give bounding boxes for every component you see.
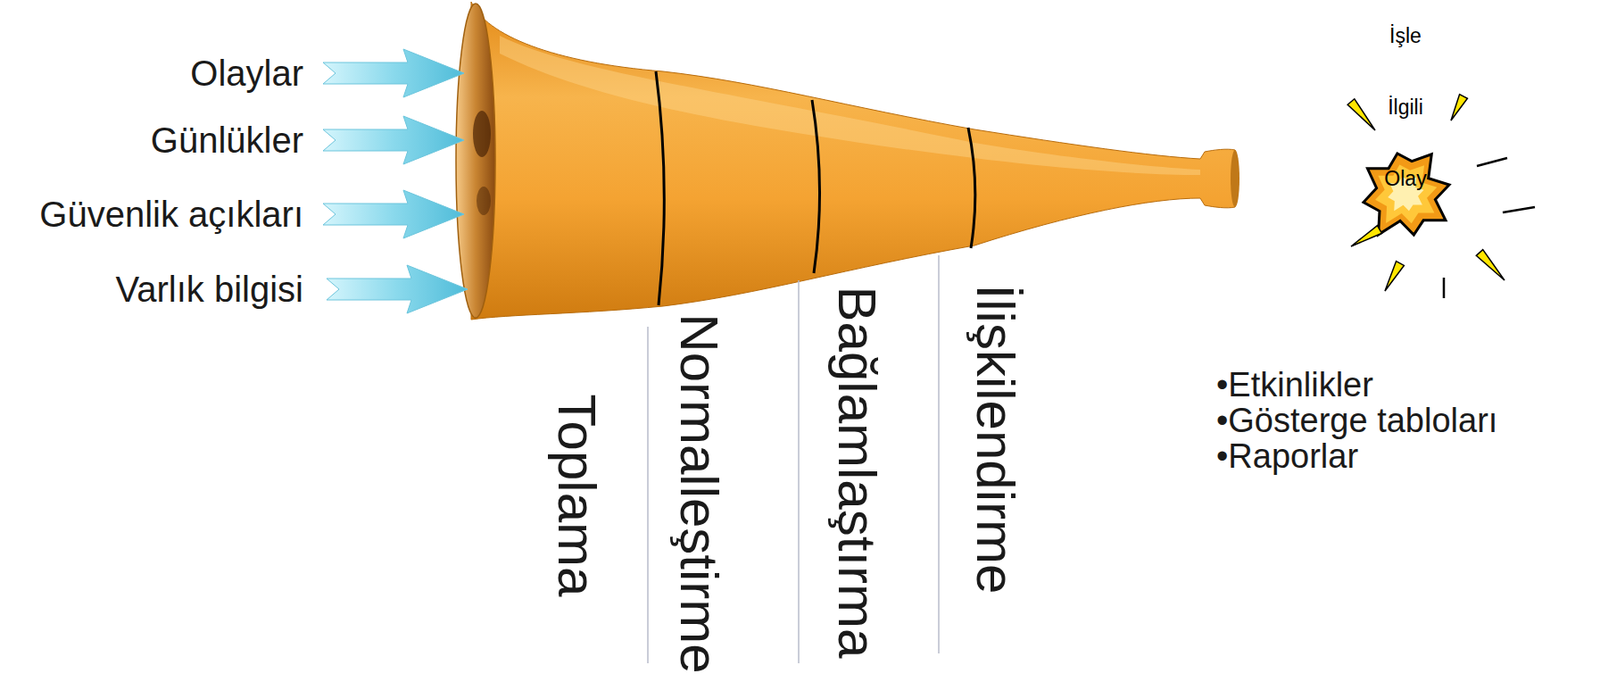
stage-label: Toplama [546, 394, 608, 597]
burst-ray [1384, 261, 1404, 291]
output-item: •Raporlar [1216, 437, 1359, 477]
separator-line [646, 326, 649, 664]
output-item: •Gösterge tabloları [1216, 401, 1498, 441]
stage-label: Bağlamlaştırma [826, 286, 888, 659]
input-label: Günlükler [150, 119, 304, 161]
event-text: İşle İlgili Olay [1374, 0, 1437, 215]
burst-outer [1363, 153, 1450, 235]
mouth-shadow [472, 110, 491, 158]
stage-label: İlişkilendirme [964, 284, 1027, 595]
funnel-mouth [455, 3, 496, 318]
stage-label: Normalleştirme [668, 313, 730, 673]
funnel-end [1230, 149, 1240, 208]
input-arrow [323, 190, 465, 239]
input-arrows [323, 49, 468, 314]
burst-ray [1347, 99, 1376, 131]
event-burst: İşle İlgili Olay [1334, 0, 1549, 268]
separator-line [937, 255, 940, 654]
burst-ray [1502, 207, 1535, 213]
input-arrow [326, 265, 468, 314]
output-item: •Etkinlikler [1216, 365, 1374, 406]
burst-ray [1450, 94, 1468, 121]
burst-ray [1475, 249, 1505, 281]
stage-divider [812, 99, 821, 274]
mouth-shadow [476, 186, 491, 216]
separator-line [797, 280, 800, 664]
burst-ray [1351, 225, 1383, 247]
input-arrow [323, 49, 465, 98]
stage-divider [655, 71, 664, 306]
burst-ray [1442, 277, 1446, 299]
funnel [455, 1, 1240, 320]
input-label: Güvenlik açıkları [39, 193, 304, 235]
input-label: Varlık bilgisi [116, 268, 304, 310]
input-arrow [323, 116, 465, 165]
burst-ray [1476, 157, 1508, 166]
stage-divider [968, 127, 976, 249]
input-label: Olaylar [190, 52, 304, 94]
funnel-body [471, 1, 1236, 320]
funnel-highlight [499, 35, 1201, 175]
burst-shape [1334, 0, 1549, 268]
